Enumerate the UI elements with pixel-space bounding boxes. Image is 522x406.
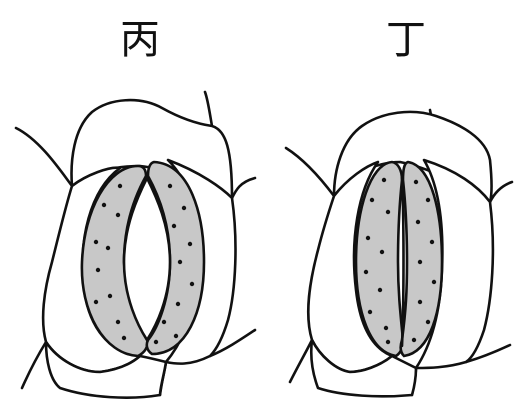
chloroplast-dot bbox=[116, 213, 120, 217]
chloroplast-dot bbox=[382, 178, 386, 182]
chloroplast-dot bbox=[172, 224, 176, 228]
chloroplast-dot bbox=[174, 334, 178, 338]
epidermal-cell-line bbox=[286, 148, 334, 196]
stomatal-pore-closed bbox=[402, 176, 404, 346]
chloroplast-dot bbox=[368, 310, 372, 314]
chloroplast-dot bbox=[416, 220, 420, 224]
chloroplast-dot bbox=[366, 236, 370, 240]
chloroplast-dot bbox=[426, 198, 430, 202]
chloroplast-dot bbox=[162, 320, 166, 324]
chloroplast-dot bbox=[364, 270, 368, 274]
chloroplast-dot bbox=[168, 184, 172, 188]
chloroplast-dot bbox=[412, 338, 416, 342]
chloroplast-dot bbox=[430, 240, 434, 244]
epidermal-cell-line bbox=[290, 340, 312, 382]
chloroplast-dot bbox=[370, 198, 374, 202]
chloroplast-dot bbox=[182, 206, 186, 210]
epidermal-cell-line bbox=[16, 128, 72, 186]
chloroplast-dot bbox=[386, 340, 390, 344]
epidermal-cell-line bbox=[205, 92, 212, 126]
closed-stoma-figure bbox=[286, 110, 512, 396]
chloroplast-dot bbox=[108, 294, 112, 298]
epidermal-cell-line bbox=[22, 342, 46, 388]
chloroplast-dot bbox=[380, 250, 384, 254]
chloroplast-dot bbox=[118, 184, 122, 188]
chloroplast-dot bbox=[178, 260, 182, 264]
chloroplast-dot bbox=[176, 302, 180, 306]
chloroplast-dot bbox=[432, 280, 436, 284]
chloroplast-dot bbox=[386, 210, 390, 214]
chloroplast-dot bbox=[106, 246, 110, 250]
chloroplast-dot bbox=[414, 180, 418, 184]
chloroplast-dot bbox=[426, 320, 430, 324]
chloroplast-dot bbox=[116, 320, 120, 324]
chloroplast-dot bbox=[418, 260, 422, 264]
open-stoma-figure bbox=[16, 92, 255, 398]
chloroplast-dot bbox=[96, 268, 100, 272]
epidermal-cell-line bbox=[490, 182, 512, 202]
chloroplast-dot bbox=[188, 242, 192, 246]
chloroplast-dot bbox=[378, 288, 382, 292]
chloroplast-dot bbox=[190, 282, 194, 286]
chloroplast-dot bbox=[384, 326, 388, 330]
epidermal-cell-line bbox=[232, 178, 255, 198]
chloroplast-dot bbox=[154, 340, 158, 344]
chloroplast-dot bbox=[102, 203, 106, 207]
chloroplast-dot bbox=[122, 336, 126, 340]
chloroplast-dot bbox=[94, 300, 98, 304]
chloroplast-dot bbox=[418, 300, 422, 304]
chloroplast-dot bbox=[94, 240, 98, 244]
